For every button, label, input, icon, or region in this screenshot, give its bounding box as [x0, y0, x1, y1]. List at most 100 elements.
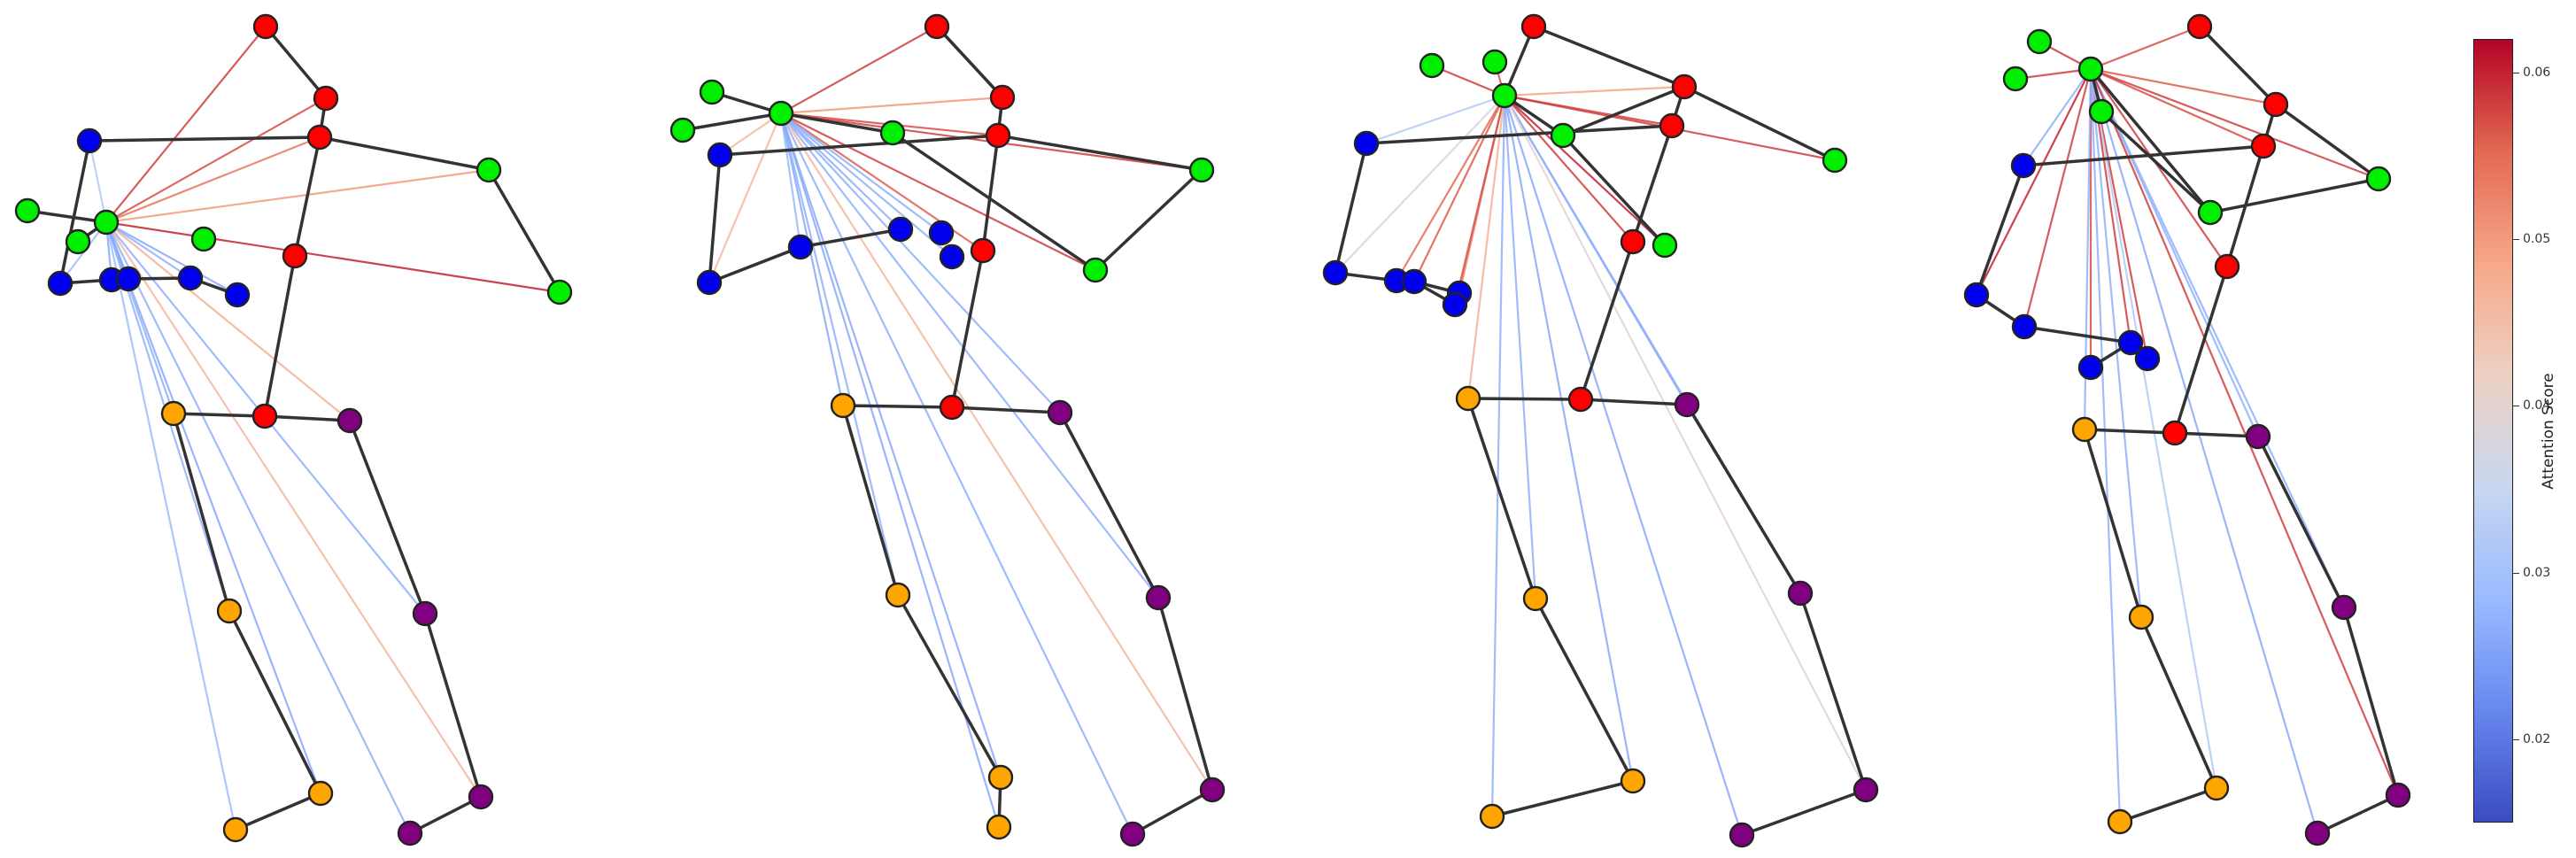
skeleton-panels	[14, 13, 2411, 848]
joint-torso	[2186, 13, 2213, 40]
joint-leg_purple	[1787, 580, 1814, 607]
joint-leg_orange	[885, 582, 911, 608]
joint-leg_purple	[1729, 822, 1755, 848]
joint-arm_blue	[1353, 130, 1380, 157]
skeleton-bone	[1561, 134, 1667, 247]
joint-torso	[2250, 133, 2277, 159]
joint-arm_green	[879, 120, 906, 146]
attention-line	[105, 221, 411, 834]
joint-arm_green	[190, 226, 217, 252]
source-joint	[1491, 82, 1518, 109]
joint-arm_blue	[1322, 259, 1349, 286]
attention-line	[2089, 68, 2400, 796]
joint-leg_purple	[468, 784, 494, 810]
joint-torso	[282, 243, 308, 269]
joint-arm_blue	[2010, 152, 2037, 179]
attention-line	[1431, 64, 1505, 97]
colorbar-tick-mark	[2513, 738, 2519, 740]
joint-leg_orange	[2107, 808, 2133, 835]
attention-line	[2090, 67, 2277, 106]
skeleton-bone	[234, 792, 322, 831]
skeleton-bone	[1094, 168, 1203, 272]
skeleton-bone	[2256, 435, 2346, 609]
attention-line	[1503, 95, 1744, 836]
attention-line	[1504, 95, 1867, 791]
skeleton-bone	[718, 134, 1000, 157]
attention-line	[2090, 68, 2345, 608]
skeleton-bone	[935, 25, 1004, 99]
skeleton-panel-2	[669, 13, 1226, 847]
joint-arm_blue	[76, 128, 103, 154]
joint-torso	[1671, 73, 1698, 100]
attention-line	[779, 112, 900, 596]
skeleton-bone	[708, 245, 802, 284]
joint-arm_green	[1188, 157, 1215, 183]
joint-leg_orange	[830, 392, 856, 419]
joint-arm_green	[699, 79, 725, 105]
joint-leg_purple	[1199, 777, 1226, 803]
skeleton-bone	[841, 404, 900, 597]
skeleton-bone	[408, 795, 483, 835]
skeleton-bone	[264, 25, 328, 100]
joint-torso	[306, 124, 333, 151]
skeleton-bone	[2274, 103, 2380, 181]
attention-line	[780, 112, 942, 234]
joint-torso	[1659, 112, 1685, 139]
joint-arm_green	[2002, 66, 2029, 92]
attention-line	[1504, 95, 1634, 243]
joint-leg_orange	[2128, 604, 2154, 630]
joint-arm_blue	[177, 265, 204, 291]
attention-line	[780, 112, 1061, 414]
attention-line	[1413, 95, 1505, 282]
skeleton-bone	[2209, 177, 2380, 214]
joint-leg_orange	[160, 400, 187, 427]
source-joint	[93, 209, 120, 236]
attention-line	[780, 112, 953, 258]
skeleton-bone	[172, 412, 267, 418]
attention-line	[780, 112, 1213, 791]
skeleton-bone	[1156, 596, 1214, 792]
colorbar-tick-mark	[2513, 572, 2519, 574]
skeleton-bone	[348, 419, 427, 615]
joint-torso	[2214, 253, 2240, 280]
skeleton-bone	[1490, 779, 1635, 818]
attention-line	[779, 112, 845, 406]
skeleton-bone	[779, 112, 894, 135]
joint-leg_purple	[1145, 584, 1172, 611]
joint-arm_blue	[707, 142, 733, 168]
attention-line	[104, 221, 237, 831]
joint-leg_purple	[1674, 391, 1700, 418]
attention-line	[2090, 67, 2264, 148]
joint-torso	[1567, 386, 1594, 413]
skeleton-bone	[1740, 788, 1868, 837]
joint-torso	[985, 122, 1011, 149]
attention-line	[780, 112, 1096, 271]
joint-leg_purple	[1119, 821, 1146, 847]
joint-arm_green	[546, 279, 573, 305]
skeleton-panel-4	[1963, 13, 2411, 846]
skeleton-bone	[708, 153, 722, 284]
skeleton-bone	[58, 139, 91, 285]
skeleton-bone	[2118, 786, 2218, 823]
joint-arm_blue	[2011, 313, 2038, 340]
colorbar-tick-mark	[2513, 238, 2519, 240]
attention-line	[708, 112, 783, 283]
attention-line	[105, 168, 490, 224]
joint-torso	[939, 394, 965, 421]
skeleton-bone	[1466, 397, 1537, 600]
skeleton-bone	[2173, 431, 2260, 438]
attention-line	[779, 112, 1001, 828]
joint-arm_blue	[1442, 291, 1468, 318]
colorbar-tick-label: 0.06	[2523, 65, 2551, 80]
attention-line	[780, 96, 1003, 115]
joint-arm_green	[476, 157, 502, 183]
skeleton-bone	[1534, 597, 1635, 783]
skeleton-bone	[88, 135, 321, 143]
attention-line	[780, 26, 938, 114]
skeleton-bone	[1799, 591, 1868, 792]
attention-line	[1503, 95, 1537, 599]
skeleton-bone	[1561, 85, 1686, 137]
skeleton-bone	[1058, 411, 1160, 599]
joint-torso	[1520, 13, 1547, 40]
colorbar-tick-label: 0.05	[2523, 231, 2551, 246]
